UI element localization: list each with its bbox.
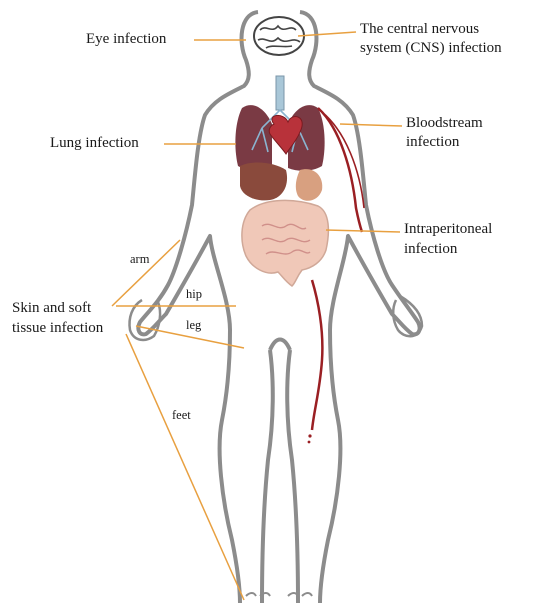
trachea	[276, 76, 284, 110]
leader-cns	[298, 32, 356, 36]
label-bloodstream-line2: infection	[406, 133, 459, 152]
label-skin-soft-tissue-line1: Skin and soft	[12, 299, 91, 318]
label-intraperitoneal-line2: infection	[404, 240, 457, 259]
brain	[254, 17, 304, 55]
label-cns-infection-line1: The central nervous	[360, 20, 479, 39]
stomach	[296, 169, 322, 201]
label-skin-soft-tissue-line2: tissue infection	[12, 319, 103, 338]
vessel-dot	[308, 434, 311, 437]
leader-arm	[112, 240, 180, 306]
label-cns-infection-line2: system (CNS) infection	[360, 39, 502, 58]
label-hip: hip	[186, 287, 202, 303]
liver	[240, 163, 287, 201]
label-feet: feet	[172, 408, 191, 424]
label-intraperitoneal-line1: Intraperitoneal	[404, 220, 492, 239]
label-eye-infection: Eye infection	[86, 30, 166, 49]
label-leg: leg	[186, 318, 201, 334]
large-intestine	[242, 200, 328, 286]
bloodstream-vessel-leg	[312, 280, 322, 430]
vessel-dot	[308, 441, 311, 444]
toes	[246, 593, 312, 596]
label-bloodstream-line1: Bloodstream	[406, 114, 483, 133]
left-lung	[235, 105, 272, 171]
label-arm: arm	[130, 252, 149, 268]
label-lung-infection: Lung infection	[50, 134, 139, 153]
leader-intra	[326, 230, 400, 232]
leader-blood	[340, 124, 402, 126]
